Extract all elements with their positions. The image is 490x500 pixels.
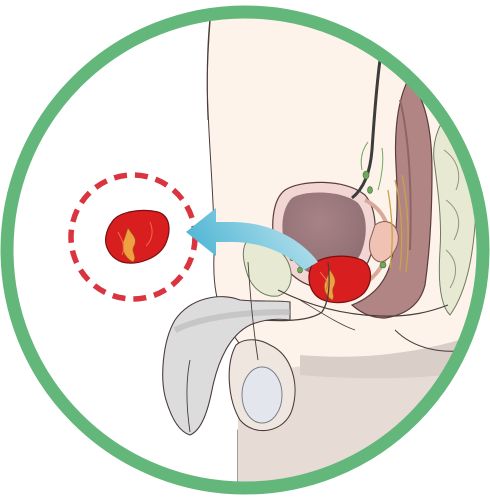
prostate-gland [309,256,370,303]
testis [242,367,282,423]
